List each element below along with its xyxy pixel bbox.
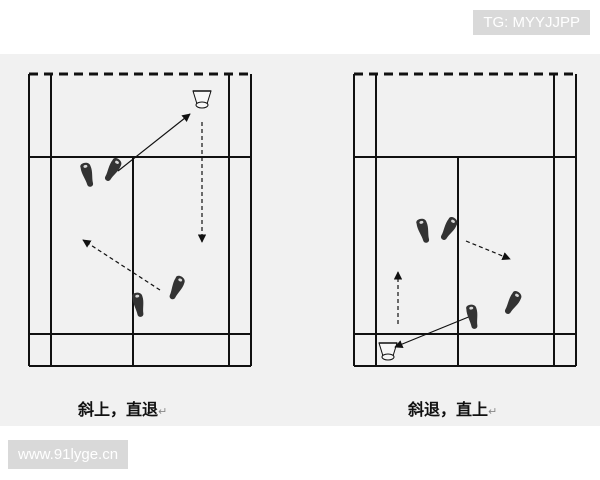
court-diagram-left: [28, 72, 252, 367]
footprint-icon: [416, 218, 430, 243]
caption-left: 斜上，直退↵: [78, 400, 168, 419]
footprint-icon: [440, 216, 458, 240]
arrow-icon: [117, 113, 191, 172]
arrow-icon: [394, 315, 472, 349]
footprint-icon: [466, 304, 478, 329]
shuttlecock-icon: [192, 90, 212, 109]
shuttlecock-icon: [378, 342, 398, 361]
watermark-bottom: www.91lyge.cn: [8, 440, 129, 469]
footprint-icon: [132, 292, 144, 317]
footprint-icon: [504, 290, 522, 314]
caption-right: 斜退，直上↵: [408, 400, 498, 419]
court-diagram-right: [353, 72, 577, 367]
arrow-icon: [465, 240, 511, 261]
footprint-icon: [80, 162, 94, 187]
arrow-icon: [82, 239, 161, 291]
diagram-panel: [0, 54, 600, 426]
footprint-icon: [169, 275, 185, 300]
watermark-top: TG: MYYJJPP: [473, 10, 590, 35]
footprint-icon: [104, 157, 122, 181]
